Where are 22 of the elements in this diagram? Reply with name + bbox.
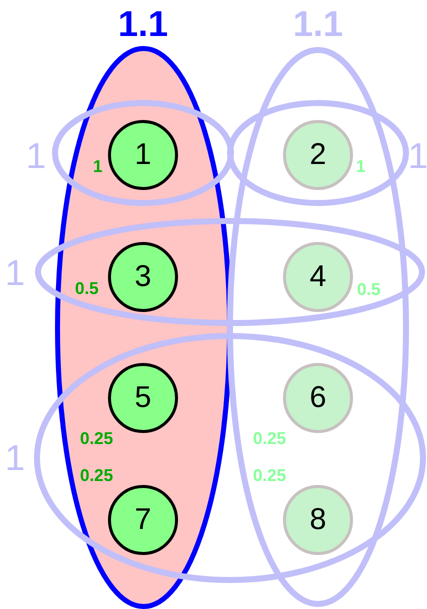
set-weight-label: 1.1 <box>116 6 170 42</box>
vertex-number: 4 <box>308 259 328 295</box>
vertex-weight-label: 0.5 <box>75 280 99 297</box>
vertex-weight-label: 0.25 <box>253 467 286 484</box>
set-weight-label: 1 <box>4 440 26 476</box>
vertex-number: 2 <box>308 137 328 173</box>
vertex-number: 6 <box>308 380 328 416</box>
vertex-weight-label: 1 <box>356 158 366 175</box>
vertex-number: 3 <box>134 259 152 295</box>
vertex-weight-label: 0.25 <box>80 467 114 484</box>
vertex-number: 5 <box>134 380 152 416</box>
vertex-number: 7 <box>134 502 152 538</box>
vertex-weight-label: 0.5 <box>357 281 381 298</box>
vertex-weight-label: 1 <box>93 158 102 175</box>
vertex-weight-label: 0.25 <box>253 430 286 447</box>
set-weight-label: 1.1 <box>292 6 344 42</box>
set-weight-label: 1 <box>4 255 26 291</box>
vertex-weight-label: 0.25 <box>80 430 114 447</box>
vertex-number: 8 <box>308 502 328 538</box>
set-weight-label: 1 <box>24 138 48 174</box>
set-weight-label: 1 <box>408 138 427 174</box>
vertex-number: 1 <box>134 137 152 173</box>
